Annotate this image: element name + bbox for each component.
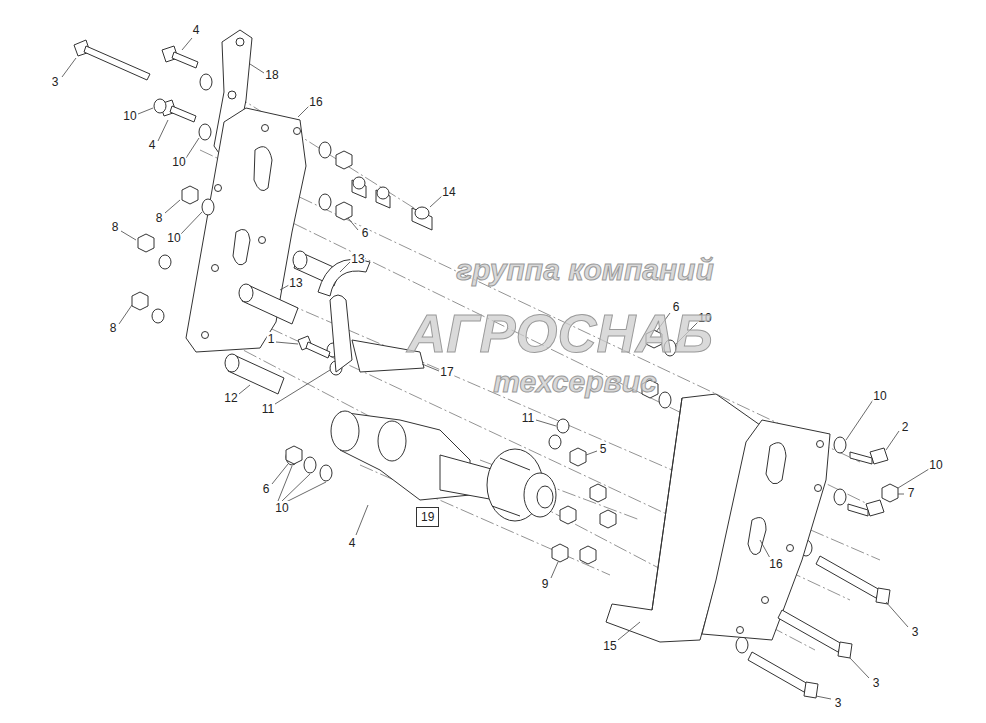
callout-number: 10 xyxy=(122,109,137,123)
callout-number: 13 xyxy=(350,252,365,266)
callout-number: 19 xyxy=(421,510,434,524)
callout-number: 3 xyxy=(51,75,60,89)
callout-number: 3 xyxy=(872,676,881,690)
callout-number: 12 xyxy=(223,391,238,405)
callout-number: 16 xyxy=(308,95,323,109)
callout-number: 4 xyxy=(148,138,157,152)
callout-number: 6 xyxy=(262,482,271,496)
callout-number: 14 xyxy=(441,185,456,199)
callout-number: 7 xyxy=(907,486,916,500)
callout-number: 16 xyxy=(768,557,783,571)
watermark: техсервис xyxy=(493,367,656,397)
callout-number: 6 xyxy=(361,226,370,240)
callout-number: 8 xyxy=(111,220,120,234)
callout-number: 5 xyxy=(599,442,608,456)
callout-number: 15 xyxy=(602,639,617,653)
callout-number: 4 xyxy=(348,536,357,550)
callout-number: 11 xyxy=(261,402,275,416)
watermark: группа компаний xyxy=(456,255,713,285)
callout-number: 11 xyxy=(521,411,535,425)
callout-number: 3 xyxy=(911,625,920,639)
callout-number: 10 xyxy=(928,458,943,472)
callout-number: 4 xyxy=(192,23,201,37)
callout-number: 1 xyxy=(267,332,276,346)
callout-number: 2 xyxy=(901,420,910,434)
parts xyxy=(74,30,898,698)
leader-lines xyxy=(62,38,929,699)
callout-number: 10 xyxy=(274,501,289,515)
callout-number: 3 xyxy=(834,696,843,710)
callout-number: 10 xyxy=(872,389,887,403)
callout-number: 18 xyxy=(264,68,279,82)
watermark: АГРОСНАБ xyxy=(407,306,712,360)
callout-number: 10 xyxy=(171,155,186,169)
callout-number: 13 xyxy=(288,276,303,290)
callout-number: 17 xyxy=(439,365,454,379)
callout-number: 8 xyxy=(155,211,164,225)
callout-box: 19 xyxy=(416,507,439,527)
callout-number: 9 xyxy=(541,577,550,591)
callout-number: 10 xyxy=(166,231,181,245)
callout-number: 8 xyxy=(109,321,118,335)
